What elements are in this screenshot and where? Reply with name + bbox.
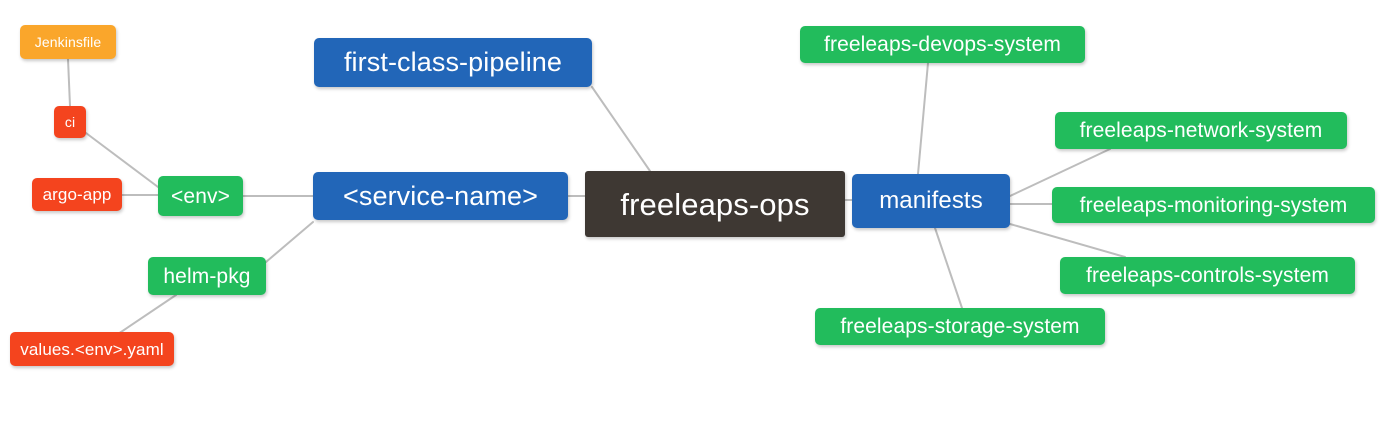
node-label: Jenkinsfile — [34, 34, 102, 50]
edge-manifests-to-controls — [1009, 223, 1126, 258]
node-label: <service-name> — [343, 180, 538, 211]
node-ci[interactable]: ci — [54, 106, 86, 138]
node-monitoring[interactable]: freeleaps-monitoring-system — [1052, 187, 1375, 223]
node-storage[interactable]: freeleaps-storage-system — [815, 308, 1105, 345]
node-label: freeleaps-network-system — [1079, 119, 1323, 142]
node-pipeline[interactable]: first-class-pipeline — [314, 38, 592, 87]
node-label: freeleaps-ops — [620, 186, 810, 222]
node-label: values.<env>.yaml — [20, 339, 164, 359]
node-values-yaml[interactable]: values.<env>.yaml — [10, 332, 174, 366]
node-label: freeleaps-storage-system — [840, 315, 1080, 338]
node-env[interactable]: <env> — [158, 176, 243, 216]
node-argo-app[interactable]: argo-app — [32, 178, 122, 211]
node-label: freeleaps-devops-system — [824, 33, 1061, 56]
node-label: freeleaps-controls-system — [1086, 264, 1329, 287]
node-label: argo-app — [42, 185, 112, 204]
edge-pipeline-to-root — [591, 86, 651, 172]
node-root[interactable]: freeleaps-ops — [585, 171, 845, 237]
node-controls[interactable]: freeleaps-controls-system — [1060, 257, 1355, 294]
node-label: <env> — [171, 184, 230, 208]
node-service-name[interactable]: <service-name> — [313, 172, 568, 220]
edge-service-name-to-helm-pkg — [265, 221, 314, 263]
edge-helm-pkg-to-values-yaml — [117, 294, 177, 335]
node-jenkinsfile[interactable]: Jenkinsfile — [20, 25, 116, 59]
edge-manifests-to-devops — [917, 62, 929, 175]
node-manifests[interactable]: manifests — [852, 174, 1010, 228]
node-label: ci — [64, 114, 76, 130]
edge-jenkinsfile-to-ci — [67, 58, 71, 107]
edge-manifests-to-storage — [934, 227, 963, 309]
node-label: first-class-pipeline — [343, 47, 563, 77]
node-devops[interactable]: freeleaps-devops-system — [800, 26, 1085, 63]
node-label: manifests — [879, 187, 983, 214]
node-label: helm-pkg — [163, 264, 251, 288]
node-label: freeleaps-monitoring-system — [1079, 193, 1348, 217]
node-network[interactable]: freeleaps-network-system — [1055, 112, 1347, 149]
node-helm-pkg[interactable]: helm-pkg — [148, 257, 266, 295]
